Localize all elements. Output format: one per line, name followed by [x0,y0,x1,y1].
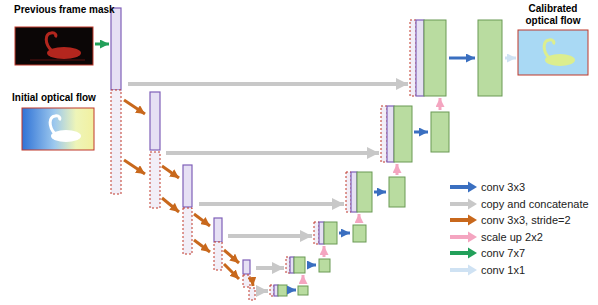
legend-label: conv 3x3 [481,180,525,194]
image-heading: Calibrated optical flow [513,3,593,27]
image-block: Previous frame mask [8,4,118,68]
legend-label: conv 1x1 [481,263,525,277]
legend-row: conv 3x3, stride=2 [449,213,594,227]
legend-row: conv 7x7 [449,246,594,260]
legend-row: conv 1x1 [449,263,594,277]
flow-image [22,108,94,150]
legend-arrow [449,180,479,194]
legend-row: conv 3x3 [449,180,594,194]
image-block: Initial optical flow [8,92,118,152]
output-image [518,30,588,75]
image-heading: Previous frame mask [8,4,118,16]
legend-arrow [449,246,479,260]
legend-row: copy and concatenate [449,197,594,211]
legend-arrow [449,197,479,211]
legend-label: conv 7x7 [481,246,525,260]
legend-label: scale up 2x2 [481,230,543,244]
legend-label: conv 3x3, stride=2 [481,213,571,227]
legend-arrow [449,213,479,227]
legend-arrow [449,230,479,244]
legend-row: scale up 2x2 [449,230,594,244]
legend-label: copy and concatenate [481,197,589,211]
legend-arrow [449,263,479,277]
image-block: Calibrated optical flow [513,3,593,77]
mask-image [15,27,93,65]
image-heading: Initial optical flow [8,92,118,104]
